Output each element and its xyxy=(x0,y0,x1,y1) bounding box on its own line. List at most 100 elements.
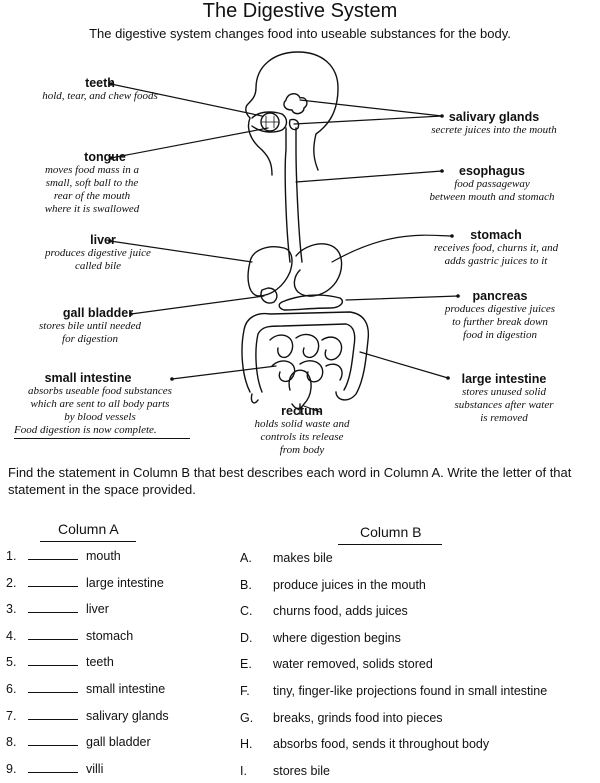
item-letter: E. xyxy=(240,657,252,672)
label-desc: stores bile until needed xyxy=(39,320,141,332)
label-desc: hold, tear, and chew foods xyxy=(42,90,158,102)
column-b-item: D.where digestion begins xyxy=(240,631,401,645)
answer-blank[interactable] xyxy=(28,559,78,560)
column-a-item: 8. gall bladder xyxy=(6,735,151,749)
rectum-shape xyxy=(288,369,312,410)
label-desc: between mouth and stomach xyxy=(429,191,555,203)
item-letter: C. xyxy=(240,604,253,619)
column-b-item: I.stores bile xyxy=(240,764,330,778)
esophagus-shape xyxy=(284,127,303,263)
item-description: where digestion begins xyxy=(273,630,401,645)
item-term: gall bladder xyxy=(86,735,151,750)
item-term: salivary glands xyxy=(86,708,169,723)
item-description: water removed, solids stored xyxy=(273,657,433,672)
label-desc: stores unused solid xyxy=(462,386,546,398)
answer-blank[interactable] xyxy=(28,718,78,720)
label-name: salivary glands xyxy=(448,110,540,124)
column-a-item: 9. villi xyxy=(6,762,103,776)
column-b-item: G. breaks, grinds food into pieces xyxy=(240,711,443,725)
label-desc: food passageway xyxy=(454,178,530,190)
stomach-shape xyxy=(293,243,343,297)
column-a-underline xyxy=(40,541,136,542)
label-desc: produces digestive juices xyxy=(444,303,556,315)
label-desc: produces digestive juice xyxy=(45,247,151,259)
answer-blank[interactable] xyxy=(28,612,78,614)
item-number: 1. xyxy=(6,549,17,563)
label-gall-bladder: gall bladder stores bile until needed fo… xyxy=(2,306,178,346)
label-desc: where it is swallowed xyxy=(44,203,140,215)
answer-blank[interactable] xyxy=(28,585,78,587)
label-desc: adds gastric juices to it xyxy=(444,255,548,267)
item-number: 7. xyxy=(6,708,17,723)
column-b-item: E. water removed, solids stored xyxy=(240,657,433,671)
label-desc: for digestion xyxy=(62,333,118,345)
item-number: 9. xyxy=(6,761,17,776)
item-letter: A. xyxy=(240,551,252,565)
instructions: Find the statement in Column B that best… xyxy=(8,465,572,497)
answer-blank[interactable] xyxy=(28,665,78,667)
label-desc: to further break down xyxy=(452,316,548,328)
label-note: Food digestion is now complete. xyxy=(14,424,157,436)
item-number: 8. xyxy=(6,735,17,750)
teeth-region xyxy=(260,112,280,132)
label-name: small intestine xyxy=(44,371,132,385)
column-a-item: 2.large intestine xyxy=(6,576,164,590)
column-b-item: C. churns food, adds juices xyxy=(240,604,408,618)
item-description: makes bile xyxy=(273,551,333,565)
item-number: 4. xyxy=(6,628,17,643)
label-desc: holds solid waste and xyxy=(254,418,350,430)
column-b-heading: Column B xyxy=(360,524,422,540)
label-desc: absorbs useable food substances xyxy=(28,385,172,397)
mouth-shape xyxy=(251,111,288,133)
column-a-item: 3.liver xyxy=(6,602,109,616)
column-b-item: H.absorbs food, sends it throughout body xyxy=(240,737,489,751)
label-name: large intestine xyxy=(461,372,547,386)
neck-outline xyxy=(261,149,273,176)
item-term: teeth xyxy=(86,655,114,670)
page-title: The Digestive System xyxy=(202,0,398,22)
label-desc: is removed xyxy=(480,412,528,424)
label-pancreas: pancreas produces digestive juices to fu… xyxy=(412,289,588,342)
item-term: mouth xyxy=(86,549,121,563)
head-outline xyxy=(245,51,339,171)
item-letter: G. xyxy=(240,710,254,725)
item-term: villi xyxy=(86,761,104,776)
label-tongue: tongue moves food mass in a small, soft … xyxy=(4,150,180,216)
liver-shape xyxy=(247,246,293,297)
large-intestine-shape xyxy=(241,311,370,401)
label-name: tongue xyxy=(84,150,126,164)
answer-blank[interactable] xyxy=(28,771,78,773)
column-b-item: A. makes bile xyxy=(240,551,333,565)
label-desc: which are sent to all body parts xyxy=(30,398,170,410)
label-small-intestine: small intestine absorbs useable food sub… xyxy=(0,371,200,437)
label-desc: secrete juices into the mouth xyxy=(431,124,557,136)
column-a-heading: Column A xyxy=(58,521,119,537)
label-desc: from body xyxy=(279,444,325,456)
label-name: gall bladder xyxy=(62,306,134,320)
page-subtitle: The digestive system changes food into u… xyxy=(89,26,511,41)
label-name: teeth xyxy=(85,76,115,90)
item-term: liver xyxy=(86,602,109,617)
label-name: pancreas xyxy=(472,289,528,303)
label-liver: liver produces digestive juice called bi… xyxy=(10,233,186,273)
item-letter: F. xyxy=(240,684,250,698)
label-desc: small, soft ball to the xyxy=(45,177,139,189)
label-desc: by blood vessels xyxy=(64,411,136,423)
column-a-item: 6.small intestine xyxy=(6,682,165,696)
item-number: 6. xyxy=(6,682,17,696)
label-large-intestine: large intestine stores unused solid subs… xyxy=(416,372,592,425)
label-name: liver xyxy=(90,233,116,247)
item-description: churns food, adds juices xyxy=(273,604,408,619)
answer-blank[interactable] xyxy=(28,745,78,747)
small-intestine-shape xyxy=(269,333,343,383)
label-name: stomach xyxy=(470,228,522,242)
column-a-item: 5.teeth xyxy=(6,655,114,669)
answer-blank[interactable] xyxy=(28,638,78,640)
label-desc: moves food mass in a xyxy=(44,164,140,176)
column-b-item: F.tiny, finger-like projections found in… xyxy=(240,684,547,698)
label-salivary-glands: salivary glands secrete juices into the … xyxy=(404,110,584,137)
gall-bladder-shape xyxy=(260,287,278,304)
column-a-item: 1. mouth xyxy=(6,549,121,563)
item-description: breaks, grinds food into pieces xyxy=(273,710,443,725)
answer-blank[interactable] xyxy=(28,692,78,693)
